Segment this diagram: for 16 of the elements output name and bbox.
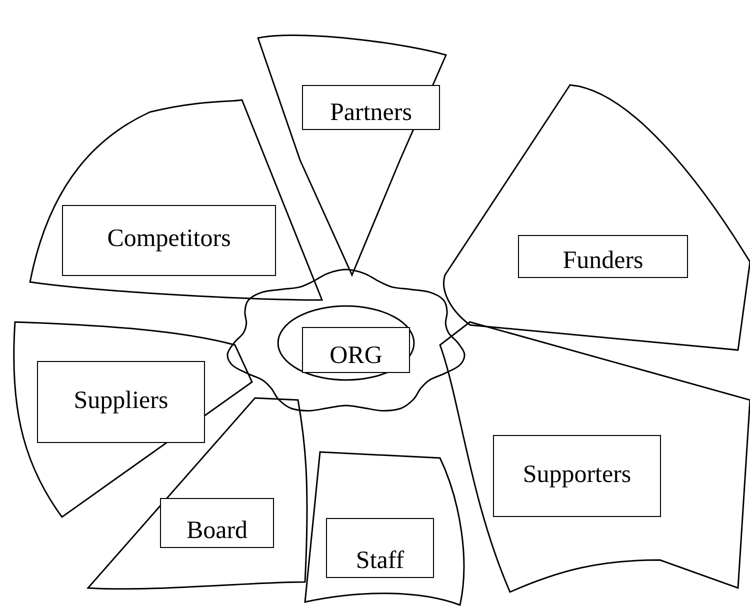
node-label: Board <box>186 518 248 546</box>
label-box <box>37 361 205 443</box>
node-label: Suppliers <box>74 388 168 416</box>
label-box <box>302 85 440 130</box>
label-box <box>326 518 434 578</box>
node-label: Staff <box>356 548 404 576</box>
label-box <box>62 205 276 276</box>
node-label: Competitors <box>107 226 231 254</box>
label-box <box>160 498 274 548</box>
label-box <box>493 435 661 517</box>
node-label: ORG <box>330 343 382 371</box>
label-box <box>518 235 688 278</box>
label-box <box>302 327 410 373</box>
node-label: Funders <box>562 248 644 276</box>
node-label: Partners <box>330 100 412 128</box>
node-label: Supporters <box>522 462 632 490</box>
